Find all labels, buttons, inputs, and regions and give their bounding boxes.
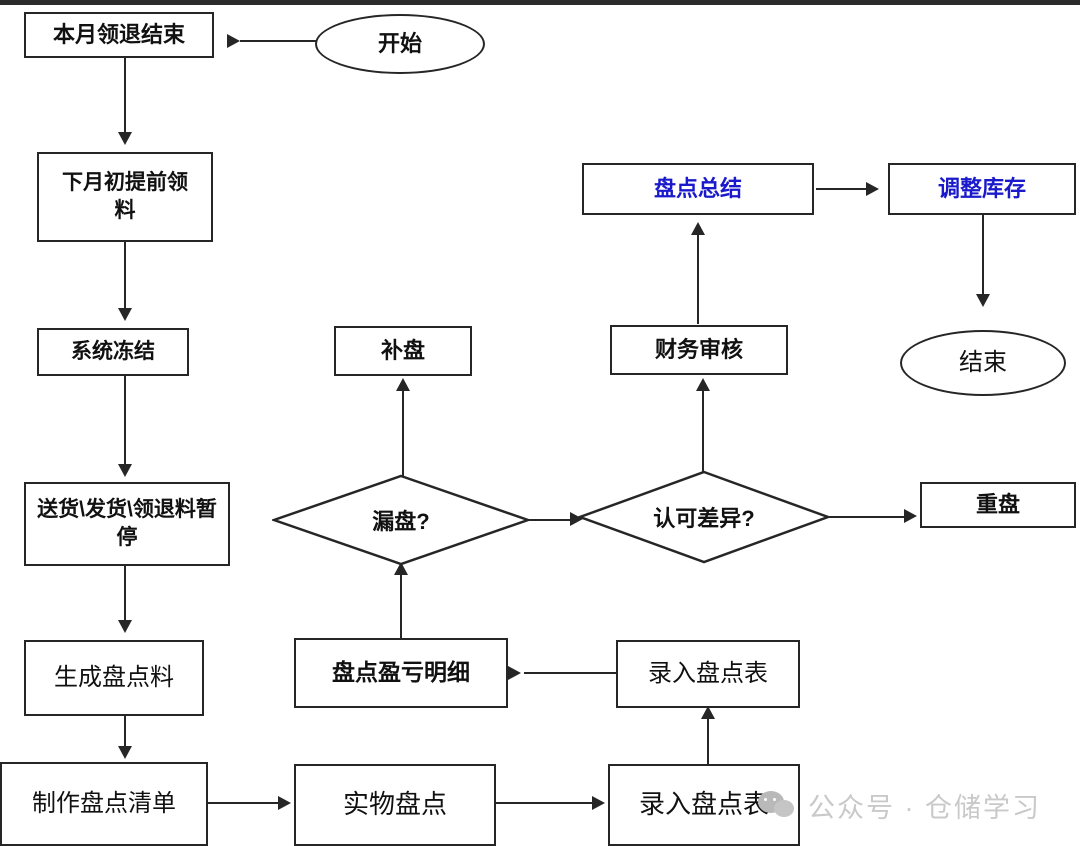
arrowhead-up — [696, 378, 710, 391]
node-accept-diff[interactable]: 认可差异? — [578, 470, 830, 564]
node-adjust-stock[interactable]: 调整库存 — [888, 163, 1076, 215]
arrowhead-right — [904, 509, 917, 523]
top-edge-bar — [0, 0, 1080, 5]
node-recount[interactable]: 重盘 — [920, 482, 1076, 528]
node-pl-detail[interactable]: 盘点盈亏明细 — [294, 638, 508, 708]
edge-suspend-to-gen-count — [124, 566, 126, 624]
node-recount-fill[interactable]: 补盘 — [334, 326, 472, 376]
watermark: 公众号 · 仓储学习 — [758, 786, 1041, 825]
arrowhead-down — [118, 746, 132, 759]
node-label: 补盘 — [380, 338, 425, 364]
node-label: 盘点总结 — [653, 176, 742, 202]
node-enter-sheet-1[interactable]: 录入盘点表 — [616, 640, 800, 708]
node-label: 盘点盈亏明细 — [332, 659, 470, 686]
node-label: 系统冻结 — [71, 339, 155, 363]
edge-month-end-to-early-request — [124, 58, 126, 134]
edge-missed-count-to-accept-diff — [528, 519, 576, 521]
node-make-list[interactable]: 制作盘点清单 — [0, 762, 208, 846]
node-label: 本月领退结束 — [52, 22, 185, 48]
diamond-shape — [272, 474, 530, 566]
node-label: 录入盘点表 — [638, 789, 769, 820]
node-label: 财务审核 — [654, 337, 743, 363]
node-suspend[interactable]: 送货\发货\领退料暂停 — [24, 482, 230, 566]
watermark-text: 公众号 · 仓储学习 — [808, 793, 1041, 823]
edge-enter-sheet-1-to-pl-detail — [524, 672, 618, 674]
node-count-summary[interactable]: 盘点总结 — [582, 163, 814, 215]
diamond-shape — [578, 470, 830, 564]
node-label: 录入盘点表 — [648, 659, 768, 687]
arrowhead-up — [396, 378, 410, 391]
node-month-end[interactable]: 本月领退结束 — [24, 12, 214, 58]
node-system-freeze[interactable]: 系统冻结 — [37, 328, 189, 376]
edge-early-request-to-system-freeze — [124, 242, 126, 312]
arrowhead-right — [866, 182, 879, 196]
node-label: 送货\发货\领退料暂停 — [37, 497, 217, 549]
arrowhead-right — [592, 796, 605, 810]
node-label: 实物盘点 — [342, 789, 447, 820]
node-end[interactable]: 结束 — [900, 330, 1066, 396]
node-gen-count-data[interactable]: 生成盘点料 — [24, 640, 204, 716]
arrowhead-down — [118, 464, 132, 477]
node-label: 重盘 — [975, 492, 1020, 518]
edge-missed-count-to-recount-fill — [402, 388, 404, 476]
node-label: 制作盘点清单 — [32, 789, 176, 817]
node-physical-count[interactable]: 实物盘点 — [294, 764, 496, 846]
node-start[interactable]: 开始 — [315, 14, 485, 74]
edge-system-freeze-to-suspend — [124, 376, 126, 468]
edge-start-to-month-end — [240, 40, 316, 42]
edge-accept-diff-to-recount — [826, 516, 908, 518]
edge-physical-count-to-enter-sheet-2 — [496, 802, 594, 804]
arrowhead-right — [278, 796, 291, 810]
edge-adjust-stock-to-end — [982, 215, 984, 297]
arrowhead-down — [118, 620, 132, 633]
node-label: 生成盘点料 — [54, 663, 174, 691]
node-label: 结束 — [959, 348, 1007, 376]
arrowhead-up — [701, 706, 715, 719]
arrowhead-up — [691, 222, 705, 235]
arrowhead-right — [570, 512, 583, 526]
edge-gen-count-to-make-list — [124, 700, 126, 750]
node-label: 开始 — [377, 31, 422, 57]
edge-enter-sheet-2-to-enter-sheet-1 — [707, 716, 709, 766]
arrowhead-up — [394, 562, 408, 575]
arrowhead-down — [976, 294, 990, 307]
edge-make-list-to-physical-count — [208, 802, 280, 804]
edge-pl-detail-to-missed-count — [400, 572, 402, 640]
arrowhead-down — [118, 308, 132, 321]
arrowhead-down — [118, 132, 132, 145]
arrowhead-left — [227, 34, 240, 48]
node-finance-audit[interactable]: 财务审核 — [610, 325, 788, 375]
edge-finance-audit-to-count-summary — [697, 232, 699, 324]
arrowhead-left — [508, 666, 521, 680]
node-label: 下月初提前领料 — [62, 170, 188, 222]
node-early-request[interactable]: 下月初提前领料 — [37, 152, 213, 242]
edge-count-summary-to-adjust-stock — [816, 188, 870, 190]
node-label: 调整库存 — [937, 176, 1026, 202]
wechat-icon — [758, 790, 798, 821]
node-missed-count[interactable]: 漏盘? — [272, 474, 530, 566]
edge-accept-diff-to-finance-audit — [702, 388, 704, 474]
